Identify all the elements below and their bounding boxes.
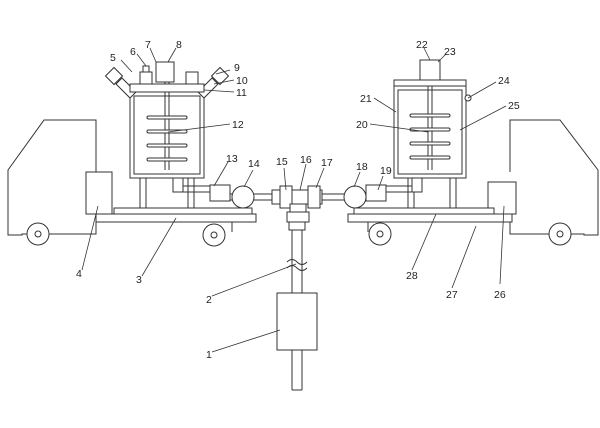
label-13: 13	[226, 153, 238, 165]
label-26: 26	[494, 289, 506, 301]
label-15: 15	[276, 156, 288, 168]
label-4: 4	[76, 268, 82, 280]
left-pipe-valve	[173, 184, 255, 209]
label-1: 1	[206, 349, 212, 361]
label-2: 2	[206, 294, 212, 306]
label-14: 14	[248, 158, 260, 170]
label-3: 3	[136, 274, 142, 286]
label-18: 18	[356, 161, 368, 173]
label-21: 21	[360, 93, 372, 105]
label-17: 17	[321, 157, 333, 169]
right-tank	[393, 59, 472, 208]
label-10: 10	[236, 75, 248, 87]
label-19: 19	[380, 165, 392, 177]
left-tank	[104, 61, 230, 208]
number-labels: 1 2 3 4 5 6 7 8 9 10 11 12 13 14 15 16 1…	[76, 39, 520, 361]
label-7: 7	[145, 39, 151, 51]
label-6: 6	[130, 46, 136, 58]
mixer-paddle	[409, 113, 451, 118]
mixer-paddle	[146, 143, 188, 148]
label-24: 24	[498, 75, 510, 87]
label-20: 20	[356, 119, 368, 131]
mixer-paddle	[146, 115, 188, 120]
right-truck	[347, 119, 599, 246]
label-12: 12	[232, 119, 244, 131]
mixer-paddle	[146, 157, 188, 162]
label-9: 9	[234, 62, 240, 74]
label-22: 22	[416, 39, 428, 51]
right-pipe-valve	[343, 184, 422, 209]
central-pipe	[286, 221, 308, 391]
central-tee	[271, 185, 323, 223]
label-23: 23	[444, 46, 456, 58]
pump-1	[276, 292, 318, 351]
label-11: 11	[236, 87, 247, 99]
leader-lines	[81, 47, 507, 353]
mixer-paddle	[409, 155, 451, 160]
label-27: 27	[446, 289, 458, 301]
mixer-paddle	[409, 141, 451, 146]
label-8: 8	[176, 39, 182, 51]
label-25: 25	[508, 100, 520, 112]
label-28: 28	[406, 270, 418, 282]
label-5: 5	[110, 52, 116, 64]
label-16: 16	[300, 154, 312, 166]
